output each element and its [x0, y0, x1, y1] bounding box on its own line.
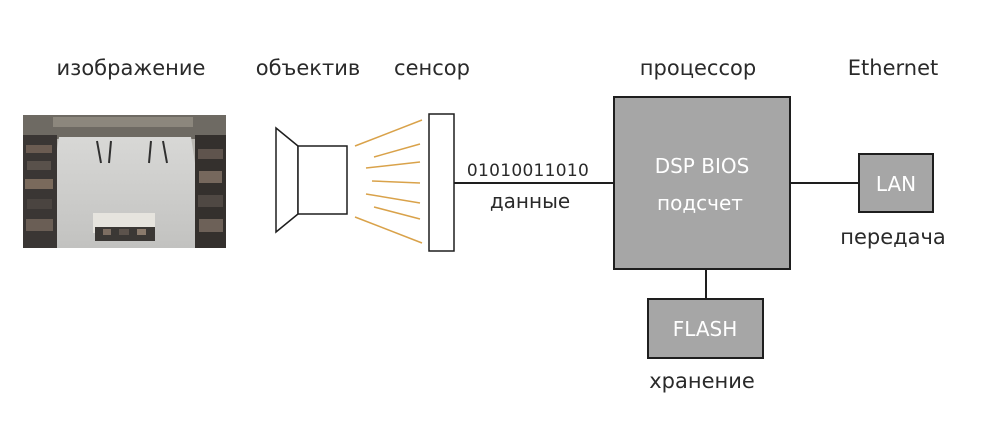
- sensor-label: сенсор: [394, 56, 470, 80]
- lan-box-label: LAN: [875, 172, 917, 196]
- processor-box: [613, 96, 791, 270]
- image-label: изображение: [56, 56, 206, 80]
- data-bits: 01010011010: [466, 161, 590, 181]
- sensor-plate: [428, 113, 455, 252]
- processor-box-line2: подсчет: [657, 191, 743, 215]
- flash-caption: хранение: [649, 369, 755, 393]
- processor-box-line1: DSP BIOS: [654, 154, 750, 178]
- lens-label: объектив: [255, 56, 361, 80]
- ethernet-label: Ethernet: [847, 56, 939, 80]
- light-rays: [354, 119, 423, 244]
- lan-box: [858, 153, 934, 213]
- data-label: данные: [489, 189, 571, 213]
- processor-label: процессор: [639, 56, 757, 80]
- lens-cone-icon: [275, 126, 299, 234]
- lens-body-icon: [297, 145, 348, 215]
- camera-image: [23, 115, 226, 248]
- flash-box-label: FLASH: [672, 317, 738, 341]
- lan-caption: передача: [840, 225, 946, 249]
- flash-box: [647, 298, 764, 359]
